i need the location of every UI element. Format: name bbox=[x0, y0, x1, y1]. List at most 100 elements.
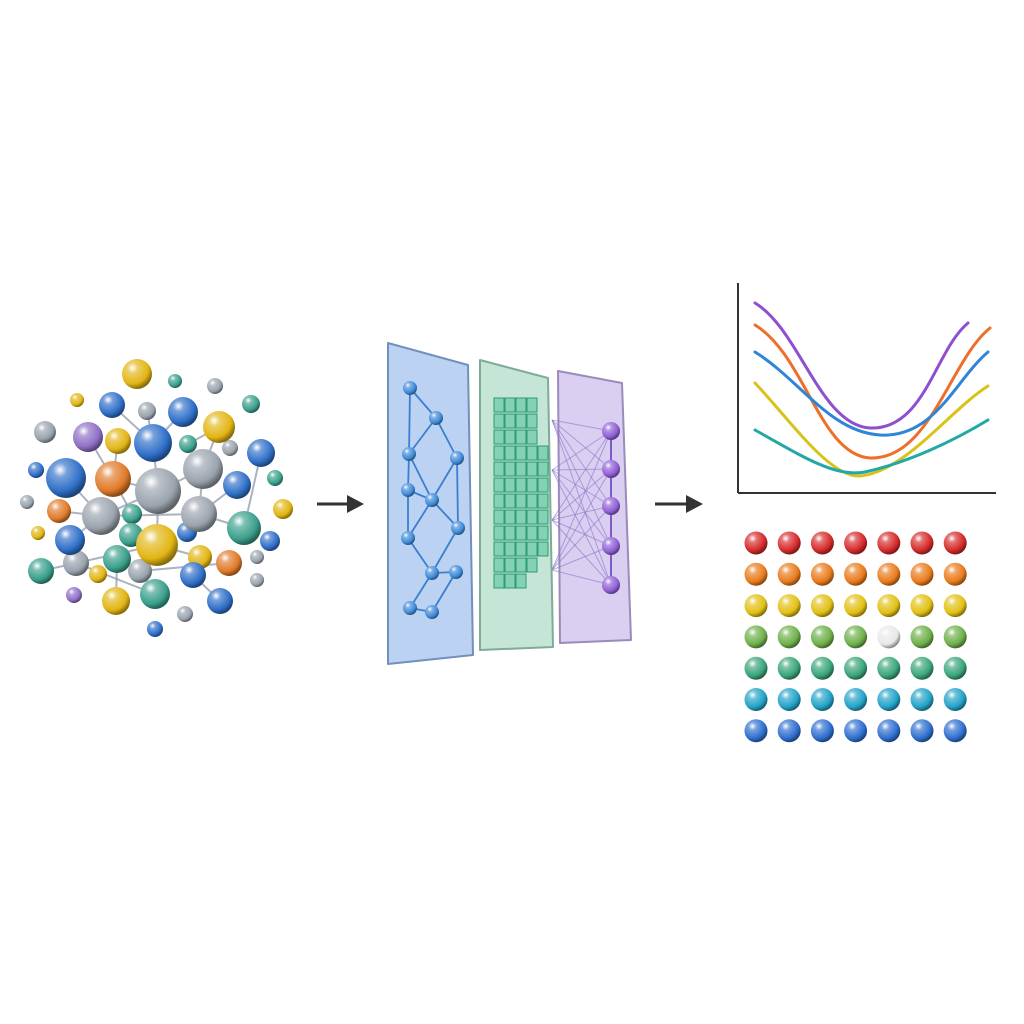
atom bbox=[20, 495, 34, 509]
grid-cell bbox=[515, 573, 527, 589]
connection-line bbox=[551, 419, 612, 432]
grid-cell bbox=[526, 461, 538, 477]
highlighted-property-dot bbox=[877, 625, 901, 649]
curve-line bbox=[753, 381, 990, 478]
atom bbox=[31, 526, 45, 540]
atomic-structure bbox=[20, 359, 293, 637]
graph-node bbox=[450, 451, 464, 465]
atom bbox=[102, 587, 130, 615]
property-dot bbox=[910, 531, 934, 555]
property-dot bbox=[877, 688, 901, 711]
property-dot bbox=[810, 656, 834, 680]
property-dot bbox=[777, 688, 801, 711]
graph-edge bbox=[407, 499, 433, 539]
connection-line bbox=[551, 569, 612, 586]
atom bbox=[55, 525, 85, 555]
grid-cell bbox=[493, 541, 505, 557]
connection-line bbox=[551, 468, 612, 521]
atom bbox=[122, 359, 152, 389]
grid-cell bbox=[537, 493, 549, 509]
connection-line bbox=[551, 519, 612, 586]
curve-line bbox=[753, 301, 970, 430]
graph-node bbox=[403, 601, 417, 615]
atom bbox=[28, 462, 44, 478]
atom bbox=[95, 461, 131, 497]
graph-edge bbox=[431, 571, 457, 613]
atom bbox=[70, 393, 84, 407]
grid-cell bbox=[537, 461, 549, 477]
atom bbox=[134, 424, 172, 462]
atom bbox=[82, 497, 120, 535]
graph-node bbox=[425, 566, 439, 580]
connection-line bbox=[551, 505, 612, 521]
output-node bbox=[602, 460, 620, 478]
graph-node bbox=[425, 493, 439, 507]
property-dot bbox=[844, 688, 868, 711]
grid-cell bbox=[526, 413, 538, 429]
grid-cell bbox=[493, 477, 505, 493]
property-dot bbox=[744, 719, 768, 743]
atom bbox=[135, 468, 181, 514]
property-dot bbox=[844, 656, 868, 680]
atom bbox=[47, 499, 71, 523]
property-dot bbox=[943, 562, 967, 586]
property-dot bbox=[777, 562, 801, 586]
connection-line bbox=[551, 430, 612, 471]
property-dot bbox=[744, 656, 768, 680]
graph-edge bbox=[408, 387, 411, 455]
connection-line bbox=[551, 468, 612, 471]
grid-cell bbox=[493, 525, 505, 541]
atom bbox=[89, 565, 107, 583]
grid-cell bbox=[515, 477, 527, 493]
connection-line bbox=[551, 430, 612, 521]
graph-node bbox=[451, 521, 465, 535]
output-node bbox=[602, 497, 620, 515]
property-dot bbox=[777, 594, 801, 618]
grid-cell bbox=[526, 509, 538, 525]
atom bbox=[46, 458, 86, 498]
grid-cell bbox=[537, 477, 549, 493]
grid-cell bbox=[504, 413, 516, 429]
grid-cell bbox=[493, 557, 505, 573]
property-dot bbox=[844, 594, 868, 618]
atom bbox=[179, 435, 197, 453]
grid-cell bbox=[526, 493, 538, 509]
grid-cell bbox=[526, 429, 538, 445]
graph-node bbox=[401, 483, 415, 497]
property-dot bbox=[744, 594, 768, 618]
grid-cell bbox=[526, 445, 538, 461]
atom bbox=[222, 440, 238, 456]
property-dot bbox=[810, 688, 834, 711]
property-dot bbox=[943, 625, 967, 649]
atom bbox=[207, 588, 233, 614]
property-dot bbox=[744, 688, 768, 711]
grid-cell bbox=[526, 397, 538, 413]
connection-line bbox=[551, 545, 612, 571]
grid-cell bbox=[493, 493, 505, 509]
arrow-1 bbox=[317, 495, 364, 513]
atom bbox=[207, 378, 223, 394]
atom bbox=[28, 558, 54, 584]
property-dot bbox=[910, 656, 934, 680]
atom bbox=[140, 579, 170, 609]
atom bbox=[180, 562, 206, 588]
property-dot bbox=[910, 625, 934, 649]
atom bbox=[273, 499, 293, 519]
atom bbox=[227, 511, 261, 545]
connection-line bbox=[551, 519, 612, 547]
atom bbox=[267, 470, 283, 486]
property-dot bbox=[777, 719, 801, 743]
grid-cell bbox=[493, 461, 505, 477]
property-dot bbox=[844, 531, 868, 555]
connection-line bbox=[551, 469, 612, 547]
grid-cell bbox=[493, 429, 505, 445]
grid-cell bbox=[515, 461, 527, 477]
property-dot bbox=[877, 656, 901, 680]
atom bbox=[168, 374, 182, 388]
property-dot bbox=[910, 594, 934, 618]
atom bbox=[128, 559, 152, 583]
curve-line bbox=[753, 418, 990, 475]
graph-node bbox=[402, 447, 416, 461]
grid-cell bbox=[493, 445, 505, 461]
